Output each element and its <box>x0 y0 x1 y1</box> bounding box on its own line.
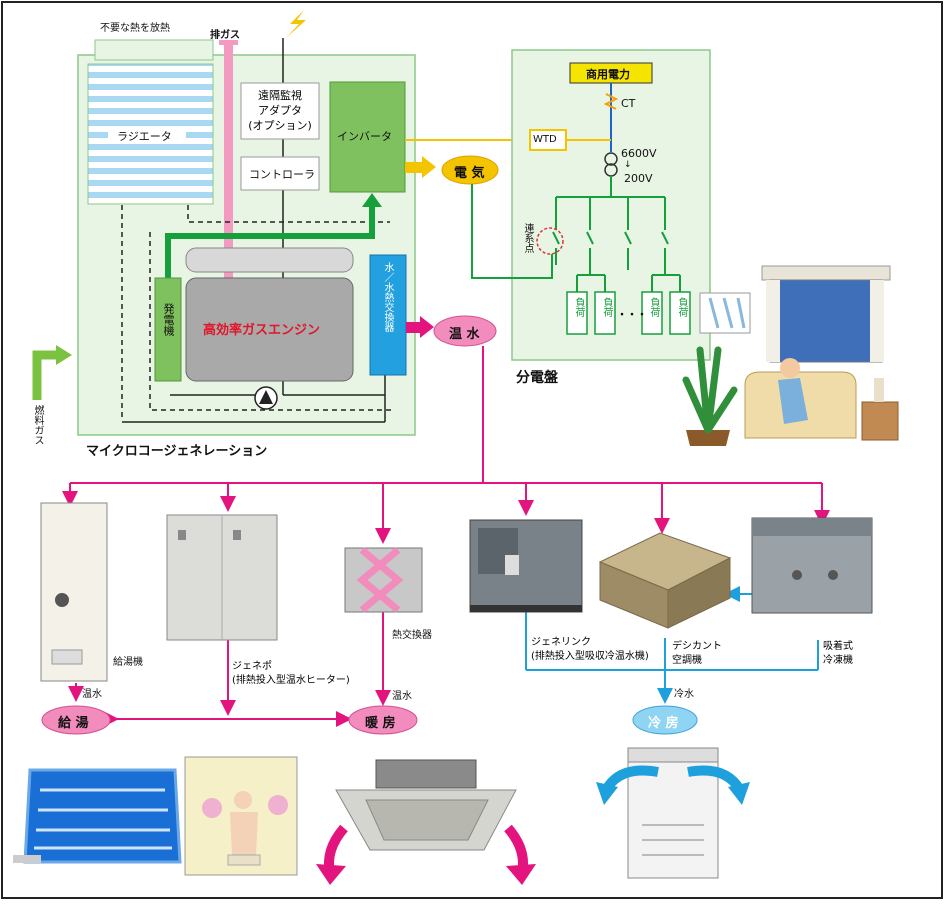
water-heater-label: 給湯機 <box>113 657 143 668</box>
genelink-label: ジェネリンク (排熱投入型吸収冷温水機) <box>531 637 649 662</box>
fuel-gas-arrow <box>56 345 72 365</box>
generator <box>154 277 182 382</box>
load-ellipsis: ・・・ <box>617 310 647 321</box>
radiator-label-bg <box>108 126 186 144</box>
side-table <box>861 401 899 441</box>
wtd-label: WTD <box>533 134 557 145</box>
exhaust-label: 排ガス <box>210 30 240 41</box>
load-label-1: 負荷 <box>573 297 584 317</box>
adsorption-chiller-label: 吸着式 冷凍機 <box>823 641 853 666</box>
heating-ellipse <box>348 705 418 735</box>
electricity-output <box>441 155 499 185</box>
generator-label: 発電機 <box>162 303 175 336</box>
voltage-low-label: 200V <box>624 172 653 185</box>
ceiling-cassette <box>375 759 477 789</box>
load-label-4: 負荷 <box>676 297 687 317</box>
panel-title: 分電盤 <box>516 370 558 386</box>
hot-supply-ellipse <box>41 705 111 735</box>
water-heat-exchanger <box>369 254 407 376</box>
load-label-2: 負荷 <box>601 297 612 317</box>
gas-engine <box>185 277 354 382</box>
hot-water-flow-label-2: 温水 <box>392 691 412 702</box>
hot-water-output <box>433 315 497 347</box>
engine-label: 高効率ガスエンジン <box>203 323 321 338</box>
genepo-label: ジェネポ (排熱投入型温水ヒーター) <box>232 661 350 686</box>
hot-water-flow-label-1: 温水 <box>82 689 102 700</box>
exhaust-pipe <box>224 44 233 306</box>
remote-adapter-label: 遠隔監視 アダプタ (オプション) <box>248 89 312 132</box>
cogen-title: マイクロコージェネレーション <box>86 444 268 459</box>
controller-label: コントローラ <box>249 168 315 181</box>
hot-water-label: 温 水 <box>449 327 480 342</box>
engine-plate <box>185 247 354 273</box>
cold-water-flow-label: 冷水 <box>674 689 694 700</box>
utility-power-label: 商用電力 <box>586 68 630 81</box>
interconnect-label: 連系点 <box>522 223 533 253</box>
heat-exchanger-label: 水／水熱交換器 <box>382 262 393 332</box>
load-label-3: 負荷 <box>648 297 659 317</box>
ct-label: CT <box>621 97 636 110</box>
heat-discharge-label: 不要な熱を放熱 <box>100 23 170 34</box>
heating-label: 暖 房 <box>365 716 396 731</box>
interconnect-point <box>536 227 564 255</box>
cooling-ellipse <box>632 705 698 735</box>
voltage-high-label: 6600V <box>621 147 657 160</box>
pool <box>23 768 182 864</box>
remote-adapter-box <box>240 82 320 140</box>
window <box>769 279 883 363</box>
desiccant-label: デシカント 空調機 <box>672 641 722 666</box>
lightning-icon <box>286 10 306 38</box>
electricity-label: 電 気 <box>454 166 485 181</box>
fuel-gas-label: 燃料ガス <box>32 405 43 445</box>
window-top <box>761 265 891 281</box>
voltage-arrow: ↓ <box>624 160 632 170</box>
heat-exchanger-equip-label: 熱交換器 <box>392 630 432 641</box>
heat-discharge-tab <box>94 39 214 61</box>
inverter-label: インバータ <box>337 130 392 143</box>
inverter-box <box>329 81 406 193</box>
hot-supply-label: 給 湯 <box>58 716 89 731</box>
cooling-label: 冷 房 <box>648 716 679 731</box>
radiator-label: ラジエータ <box>117 130 172 143</box>
controller-box <box>240 156 320 191</box>
plant <box>682 346 738 434</box>
